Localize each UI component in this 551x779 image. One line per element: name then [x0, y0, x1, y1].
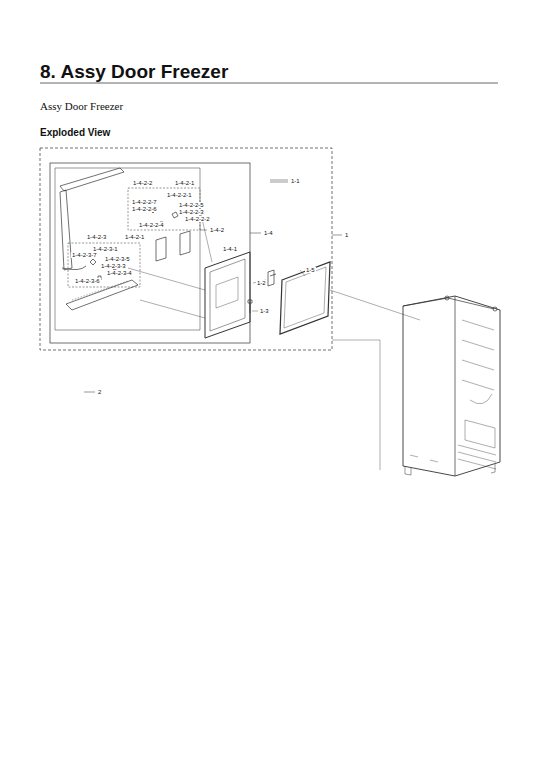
leader-line	[332, 235, 342, 236]
callout-number: 1-4-2-2-7	[131, 199, 158, 205]
assembly-frame	[40, 148, 332, 350]
side-trim	[60, 190, 72, 270]
door-panel	[205, 252, 250, 338]
hinge	[268, 270, 276, 286]
leader-line	[250, 233, 261, 234]
callout-number: 1-4-2-2	[132, 180, 153, 186]
callout-number: 1-4-2-3-4	[106, 270, 133, 276]
callout-number: 1-4-2-1	[124, 234, 145, 240]
leader-line	[270, 180, 288, 181]
callout-number: 1-4-2-1	[174, 180, 195, 186]
liner-frame	[55, 168, 200, 330]
callout-number: 1-1	[290, 178, 301, 184]
cluster-box	[68, 243, 140, 287]
callout-number: 1	[344, 232, 349, 238]
callout-number: 1-4-2	[209, 227, 225, 233]
callout-number: 1-4-2-3-5	[104, 256, 131, 262]
glass-panel	[280, 262, 330, 334]
callout-number: 1-4-2-2-1	[166, 192, 193, 198]
refrigerator	[403, 296, 500, 476]
guide-line	[380, 340, 381, 470]
callout-number: 1-2	[256, 280, 267, 286]
trim-end	[62, 266, 86, 270]
callout-number: 1-4-2-2-4	[138, 222, 165, 228]
bottom-trim	[66, 280, 138, 310]
callout-number: 2	[97, 389, 102, 395]
leader-line	[252, 311, 258, 312]
title-rule	[40, 83, 498, 84]
door-bracket	[180, 231, 190, 255]
subassembly-frame	[50, 163, 250, 343]
callout-number: 1-4-2-2-2	[184, 216, 211, 222]
door-panel-inner	[210, 259, 245, 331]
leader-line	[200, 230, 207, 231]
callout-number: 1-4-1	[222, 246, 238, 252]
glass-inner	[284, 267, 326, 328]
callout-number: 1-4-2-3	[86, 234, 107, 240]
door-panel-recess	[216, 277, 238, 308]
callout-number: 1-4-2-3-7	[71, 252, 98, 258]
callout-number: 1-4-2-2-3	[178, 209, 205, 215]
callout-number: 1-4-2-2-5	[178, 202, 205, 208]
callout-number: 1-5	[305, 267, 316, 273]
section-heading: Exploded View	[40, 128, 110, 138]
top-trim	[60, 168, 124, 191]
door-bracket	[156, 237, 166, 261]
callout-number: 1-4-2-2-6	[131, 206, 158, 212]
screw	[248, 300, 252, 313]
guide-line	[332, 340, 380, 341]
leader-line	[270, 182, 288, 183]
callout-number: 1-4-2-3-6	[74, 278, 101, 284]
guide-line	[140, 300, 205, 318]
callout-number: 1-4-2-3-3	[100, 263, 127, 269]
callout-number: 1-3	[259, 308, 270, 314]
page-title: 8. Assy Door Freezer	[40, 62, 228, 81]
callout-number: 1-4	[263, 230, 274, 236]
leader-line	[84, 392, 95, 393]
subtitle: Assy Door Freezer	[40, 101, 123, 112]
guide-line	[128, 268, 205, 290]
